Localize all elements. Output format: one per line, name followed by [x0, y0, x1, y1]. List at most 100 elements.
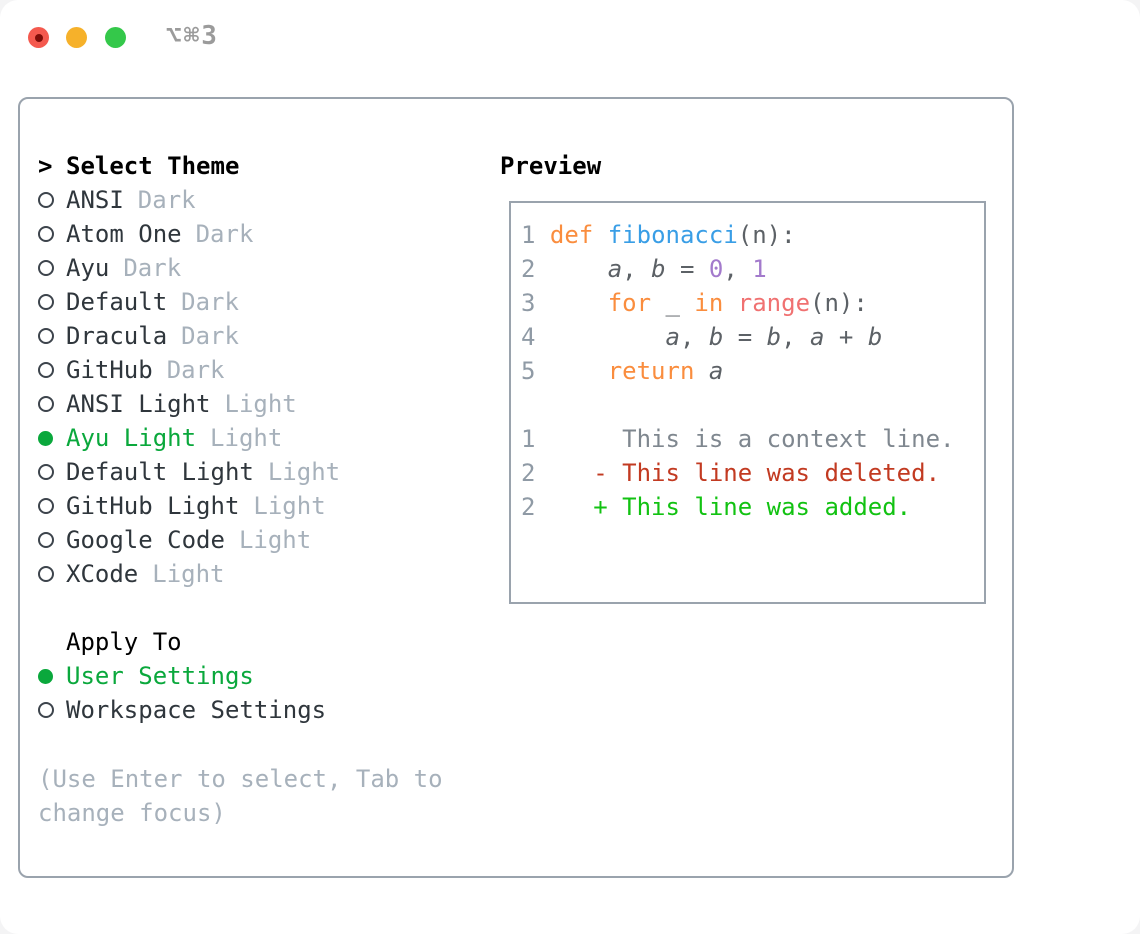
line-number: 2 [521, 459, 536, 487]
theme-option[interactable]: GitHub Light Light [38, 489, 340, 523]
theme-option-label: Default [66, 288, 168, 316]
radio-marker [38, 702, 66, 718]
theme-option-label: Ayu [66, 254, 110, 282]
theme-option-label: ANSI Light [66, 390, 211, 418]
preview-box: 1 def fibonacci(n): 2 a, b = 0, 1 3 for _ … [509, 201, 986, 604]
radio-marker [38, 668, 66, 684]
theme-option[interactable]: XCode Light [38, 557, 340, 591]
settings-panel [18, 97, 1014, 878]
apply-option[interactable]: Workspace Settings [38, 693, 326, 727]
radio-icon [38, 294, 54, 310]
radio-selected-icon [38, 430, 53, 446]
close-button-icon[interactable] [28, 27, 49, 48]
radio-selected-icon [38, 668, 53, 684]
code-line: 2 + This line was added. [521, 493, 912, 521]
theme-option[interactable]: Default Light Light [38, 455, 340, 489]
line-number: 2 [521, 255, 536, 283]
theme-option[interactable]: ANSI Dark [38, 183, 340, 217]
apply-option-label: Workspace Settings [66, 696, 327, 724]
radio-icon [38, 396, 54, 412]
radio-marker [38, 294, 66, 310]
line-number: 1 [521, 221, 536, 249]
code-line: 2 - This line was deleted. [521, 459, 941, 487]
radio-marker [38, 396, 66, 412]
theme-option-label: Dracula [66, 322, 168, 350]
theme-variant-tag: Light [152, 560, 225, 588]
apply-option[interactable]: User Settings [38, 659, 326, 693]
theme-option[interactable]: Atom One Dark [38, 217, 340, 251]
theme-variant-tag: Dark [181, 288, 239, 316]
theme-option-label: Ayu Light [66, 424, 197, 452]
theme-variant-tag: Light [267, 458, 341, 486]
code-line: 2 a, b = 0, 1 [521, 255, 767, 283]
minimize-button-icon[interactable] [66, 27, 87, 48]
radio-icon [38, 464, 54, 480]
radio-marker [38, 498, 66, 514]
radio-icon [38, 260, 54, 276]
line-number: 5 [521, 357, 536, 385]
radio-marker [38, 328, 66, 344]
theme-variant-tag: Dark [123, 254, 182, 282]
theme-variant-tag: Light [224, 390, 297, 418]
theme-variant-tag: Light [253, 492, 326, 520]
theme-variant-tag: Light [210, 424, 283, 452]
radio-marker [38, 192, 66, 208]
theme-option-label: Default Light [66, 458, 254, 486]
theme-option-label: GitHub [66, 356, 153, 384]
code-line: 1 def fibonacci(n): [521, 221, 796, 249]
radio-icon [38, 498, 54, 514]
preview-title: Preview [500, 152, 602, 180]
code-line: 4 a, b = b, a + b [521, 323, 883, 351]
theme-option-label: XCode [66, 560, 139, 588]
theme-option-label: ANSI [66, 186, 124, 214]
apply-option-label: User Settings [66, 662, 254, 690]
radio-marker [38, 566, 66, 582]
code-line [521, 388, 984, 422]
theme-option[interactable]: Google Code Light [38, 523, 340, 557]
theme-variant-tag: Dark [166, 356, 225, 384]
radio-marker [38, 260, 66, 276]
code-line: 3 for _ in range(n): [521, 289, 868, 317]
theme-variant-tag: Dark [137, 186, 196, 214]
theme-variant-tag: Dark [195, 220, 254, 248]
apply-to-title: Apply To [66, 628, 182, 656]
line-number: 4 [521, 323, 536, 351]
theme-option[interactable]: Ayu Dark [38, 251, 340, 285]
theme-option-label: Google Code [66, 526, 225, 554]
window-title: ⌥⌘3 [166, 21, 219, 51]
line-number: 2 [521, 493, 536, 521]
radio-marker [38, 362, 66, 378]
theme-option[interactable]: GitHub Dark [38, 353, 340, 387]
radio-icon [38, 566, 54, 582]
radio-icon [38, 362, 54, 378]
theme-option[interactable]: Dracula Dark [38, 319, 340, 353]
radio-icon [38, 226, 54, 242]
radio-marker [38, 532, 66, 548]
theme-option-label: Atom One [66, 220, 182, 248]
theme-variant-tag: Dark [181, 322, 239, 350]
line-number: 3 [521, 289, 536, 317]
code-line: 5 return a [521, 357, 724, 385]
theme-option-label: GitHub Light [66, 492, 240, 520]
theme-option[interactable]: ANSI Light Light [38, 387, 340, 421]
radio-marker [38, 430, 66, 446]
radio-icon [38, 328, 54, 344]
radio-marker [38, 226, 66, 242]
focus-caret-icon: > [38, 152, 53, 180]
theme-list-header: > Select Theme [38, 149, 340, 183]
theme-option[interactable]: Default Dark [38, 285, 340, 319]
titlebar: ⌥⌘3 [0, 0, 1140, 75]
zoom-button-icon[interactable] [105, 27, 126, 48]
theme-list-title: Select Theme [66, 152, 240, 180]
theme-option[interactable]: Ayu Light Light [38, 421, 340, 455]
code-line: 1 This is a context line. [521, 425, 955, 453]
keyboard-hint: (Use Enter to select, Tab to change focu… [38, 765, 443, 827]
radio-icon [38, 532, 54, 548]
line-number: 1 [521, 425, 536, 453]
radio-icon [38, 702, 54, 718]
radio-icon [38, 192, 54, 208]
theme-variant-tag: Light [238, 526, 312, 554]
